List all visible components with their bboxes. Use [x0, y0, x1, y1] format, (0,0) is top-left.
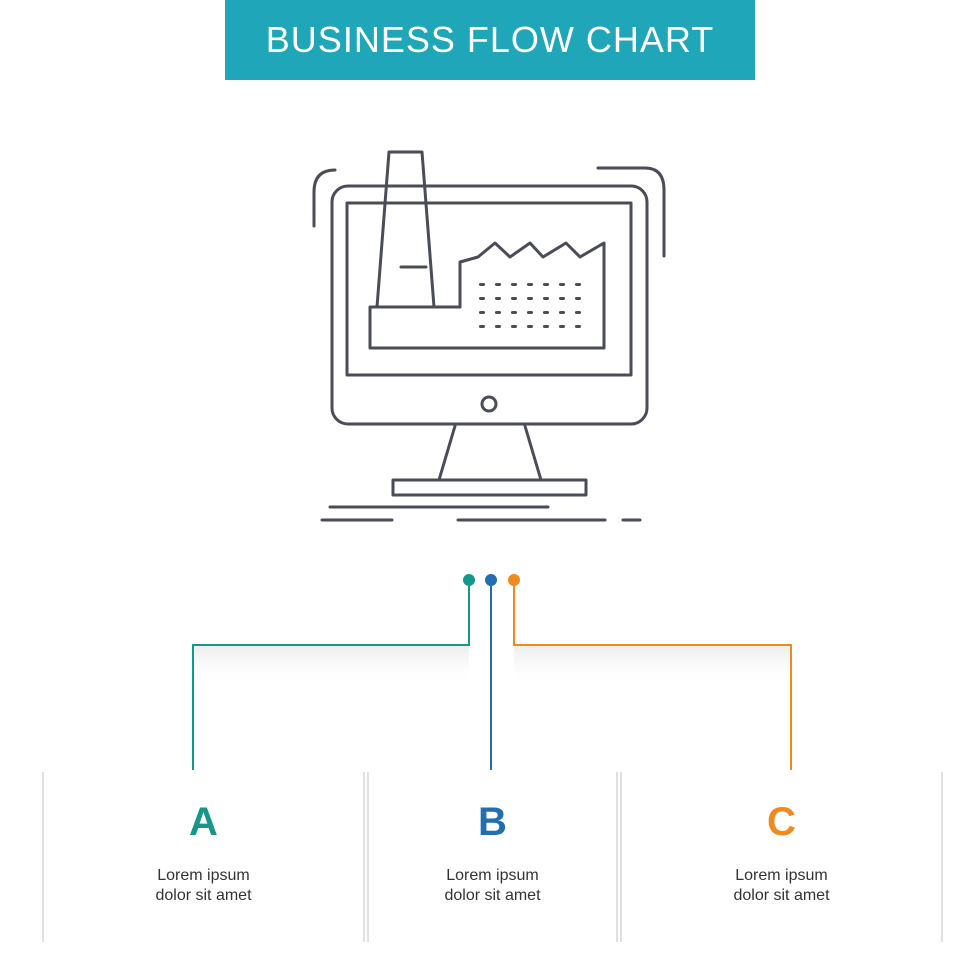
- connector-a: [192, 574, 475, 782]
- factory-window-dot: [575, 311, 581, 314]
- factory-window-dot: [511, 297, 517, 300]
- step-text-a-line1: Lorem ipsum: [157, 867, 250, 884]
- step-text-a: Lorem ipsum dolor sit amet: [114, 866, 294, 906]
- factory-window-dot: [495, 311, 501, 314]
- step-letter-b: B: [478, 800, 507, 844]
- step-text-b: Lorem ipsum dolor sit amet: [403, 866, 583, 906]
- factory-window-dot: [543, 283, 549, 286]
- factory-windows: [479, 283, 581, 328]
- factory-window-dot: [527, 297, 533, 300]
- factory-window-dot: [511, 283, 517, 286]
- factory-window-dot: [495, 283, 501, 286]
- factory-window-dot: [575, 297, 581, 300]
- factory-window-dot: [495, 297, 501, 300]
- factory-window-dot: [575, 325, 581, 328]
- factory-window-dot: [479, 325, 485, 328]
- connector-shadow-a: [193, 646, 469, 686]
- factory-window-dot: [559, 297, 565, 300]
- connector-c: [508, 574, 792, 782]
- step-card-c: C Lorem ipsum dolor sit amet: [622, 770, 941, 942]
- factory-window-dot: [543, 297, 549, 300]
- step-text-b-line2: dolor sit amet: [444, 887, 541, 904]
- factory-window-dot: [527, 311, 533, 314]
- step-text-a-line2: dolor sit amet: [155, 887, 252, 904]
- factory-monitor-icon: [312, 150, 666, 522]
- factory-window-dot: [559, 311, 565, 314]
- step-text-c: Lorem ipsum dolor sit amet: [692, 866, 872, 906]
- factory-window-dot: [495, 325, 501, 328]
- factory-window-dot: [543, 325, 549, 328]
- step-card-a: A Lorem ipsum dolor sit amet: [44, 770, 363, 942]
- step-text-b-line1: Lorem ipsum: [446, 867, 539, 884]
- factory-window-dot: [559, 325, 565, 328]
- step-letter-a: A: [189, 800, 218, 844]
- factory-window-dot: [479, 311, 485, 314]
- factory-window-dot: [511, 311, 517, 314]
- page-title: BUSINESS FLOW CHART: [265, 19, 715, 60]
- factory-window-dot: [511, 325, 517, 328]
- connector-shadow-c: [514, 646, 791, 686]
- factory-window-dot: [527, 283, 533, 286]
- title-banner: BUSINESS FLOW CHART: [225, 0, 755, 80]
- step-letter-c: C: [767, 800, 796, 844]
- factory-window-dot: [575, 283, 581, 286]
- factory-window-dot: [527, 325, 533, 328]
- factory-window-dot: [543, 311, 549, 314]
- factory-window-dot: [559, 283, 565, 286]
- step-card-b: B Lorem ipsum dolor sit amet: [369, 770, 616, 942]
- factory-window-dot: [479, 283, 485, 286]
- step-text-c-line2: dolor sit amet: [733, 887, 830, 904]
- connector-b: [485, 574, 497, 772]
- step-text-c-line1: Lorem ipsum: [735, 867, 828, 884]
- factory-window-dot: [479, 297, 485, 300]
